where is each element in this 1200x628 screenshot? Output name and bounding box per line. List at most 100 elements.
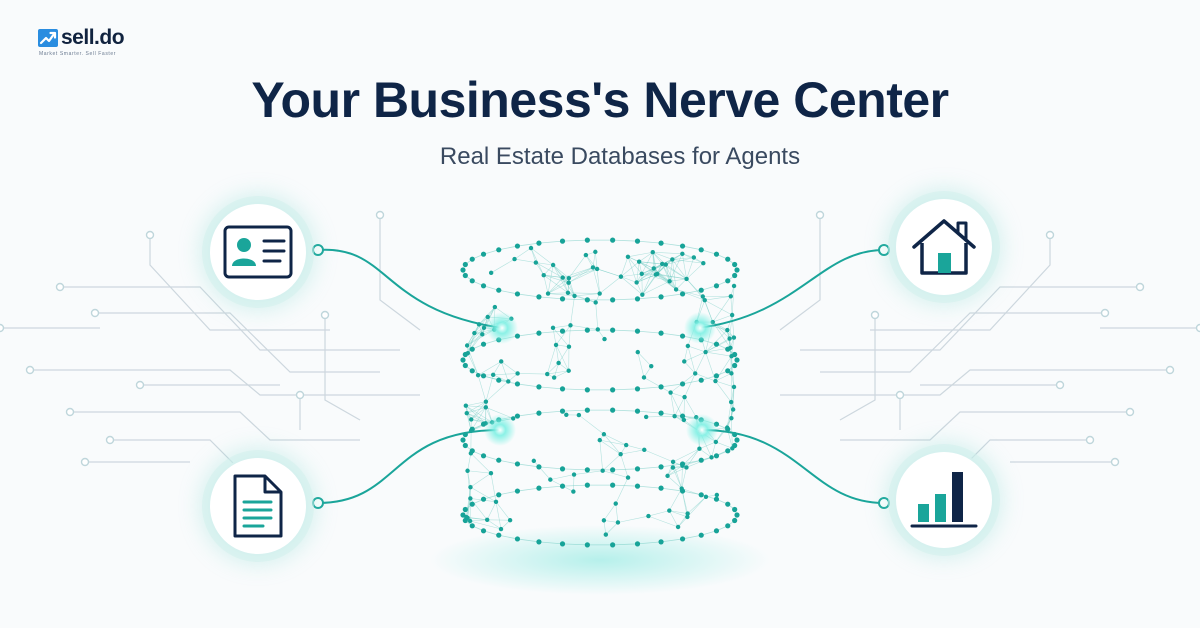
mesh-edge	[627, 256, 642, 275]
mesh-edge	[585, 254, 598, 270]
mesh-node	[623, 442, 629, 448]
mesh-edge	[605, 522, 619, 535]
mesh-node	[559, 328, 566, 334]
mesh-node	[566, 280, 571, 285]
mesh-node	[559, 466, 566, 472]
mesh-node	[571, 472, 577, 477]
mesh-edge	[466, 412, 486, 424]
mesh-edge	[535, 262, 544, 276]
circuit-node	[135, 380, 145, 390]
mesh-edge	[715, 441, 733, 449]
mesh-edge	[682, 379, 702, 385]
page-subtitle: Real Estate Databases for Agents	[439, 143, 801, 170]
mesh-node	[728, 345, 733, 351]
mesh-edge	[675, 278, 687, 290]
mesh-edge	[517, 383, 539, 388]
mesh-node	[559, 408, 566, 414]
mesh-node	[646, 513, 651, 519]
mesh-edge	[517, 242, 539, 247]
mesh-edge	[535, 262, 554, 266]
mesh-edge	[667, 465, 683, 477]
mesh-edge	[669, 510, 688, 514]
mesh-edge	[568, 254, 587, 279]
mesh-node	[610, 327, 616, 333]
mesh-node	[496, 457, 502, 463]
mesh-node	[480, 453, 487, 459]
mesh-node	[528, 245, 534, 251]
mesh-node	[512, 256, 517, 262]
mesh-edge	[495, 501, 511, 521]
mesh-node	[590, 265, 596, 270]
mesh-node	[653, 272, 659, 277]
mesh-node	[556, 360, 561, 366]
mesh-node	[499, 359, 504, 364]
mesh-edge	[681, 467, 687, 489]
mesh-edge	[498, 534, 518, 540]
mesh-node	[584, 237, 590, 243]
circuit-node	[145, 230, 155, 240]
mesh-node	[658, 384, 664, 390]
mesh-node	[493, 499, 499, 505]
mesh-edge	[695, 373, 716, 382]
mesh-edge	[637, 352, 645, 378]
mesh-edge	[570, 325, 598, 330]
logo[interactable]: sell.do Market Smarter. Sell Faster	[38, 27, 125, 57]
circuit-trace	[820, 312, 1105, 373]
mesh-node	[550, 325, 556, 331]
mesh-node	[584, 297, 590, 303]
mesh-edge	[538, 240, 563, 244]
mesh-edge	[498, 245, 518, 251]
mesh-edge	[498, 459, 518, 465]
mesh-node	[691, 255, 697, 260]
mesh-node	[635, 349, 640, 355]
circuit-node	[1195, 323, 1200, 333]
mesh-edge	[687, 496, 707, 514]
mesh-edge	[669, 510, 679, 528]
mesh-edge	[592, 251, 596, 268]
mesh-node	[496, 532, 502, 538]
mesh-node	[603, 532, 609, 537]
mesh-node	[725, 256, 731, 262]
mesh-node	[572, 293, 577, 299]
mesh-edge	[638, 261, 657, 275]
mesh-edge	[641, 252, 654, 275]
mesh-edge	[547, 282, 569, 294]
mesh-node	[650, 250, 655, 255]
mesh-node	[634, 238, 641, 244]
circuit-trace	[839, 315, 876, 421]
mesh-node	[545, 371, 550, 377]
mesh-node	[729, 371, 734, 376]
mesh-edge	[514, 258, 536, 263]
mesh-node	[610, 407, 616, 413]
mesh-node	[642, 447, 647, 453]
mesh-edge	[492, 361, 502, 375]
mesh-node	[460, 267, 466, 273]
mesh-node	[469, 346, 475, 352]
mesh-edge	[483, 249, 499, 255]
mesh-node	[701, 261, 706, 266]
circuit-node	[1125, 407, 1135, 417]
mesh-edge	[641, 273, 656, 275]
circuit-node	[1135, 282, 1145, 292]
feature-contacts	[208, 202, 308, 302]
mesh-node	[732, 362, 738, 369]
mesh-edge	[686, 278, 704, 297]
mesh-node	[700, 294, 706, 299]
mesh-node	[734, 512, 740, 518]
mesh-edge	[602, 470, 629, 478]
mesh-node	[730, 446, 735, 451]
mesh-edge	[466, 401, 487, 414]
circuit-node	[1045, 230, 1055, 240]
mesh-node	[732, 261, 738, 268]
mesh-edge	[670, 392, 685, 398]
mesh-edge	[686, 448, 700, 468]
mesh-node	[615, 520, 621, 525]
mesh-node	[492, 304, 498, 310]
mesh-edge	[730, 347, 732, 374]
mesh-edge	[558, 346, 570, 364]
mesh-edge	[467, 470, 491, 474]
mesh-edge	[715, 373, 732, 382]
mesh-node	[725, 278, 731, 284]
mesh-node	[663, 262, 668, 267]
mesh-edge	[573, 474, 575, 492]
